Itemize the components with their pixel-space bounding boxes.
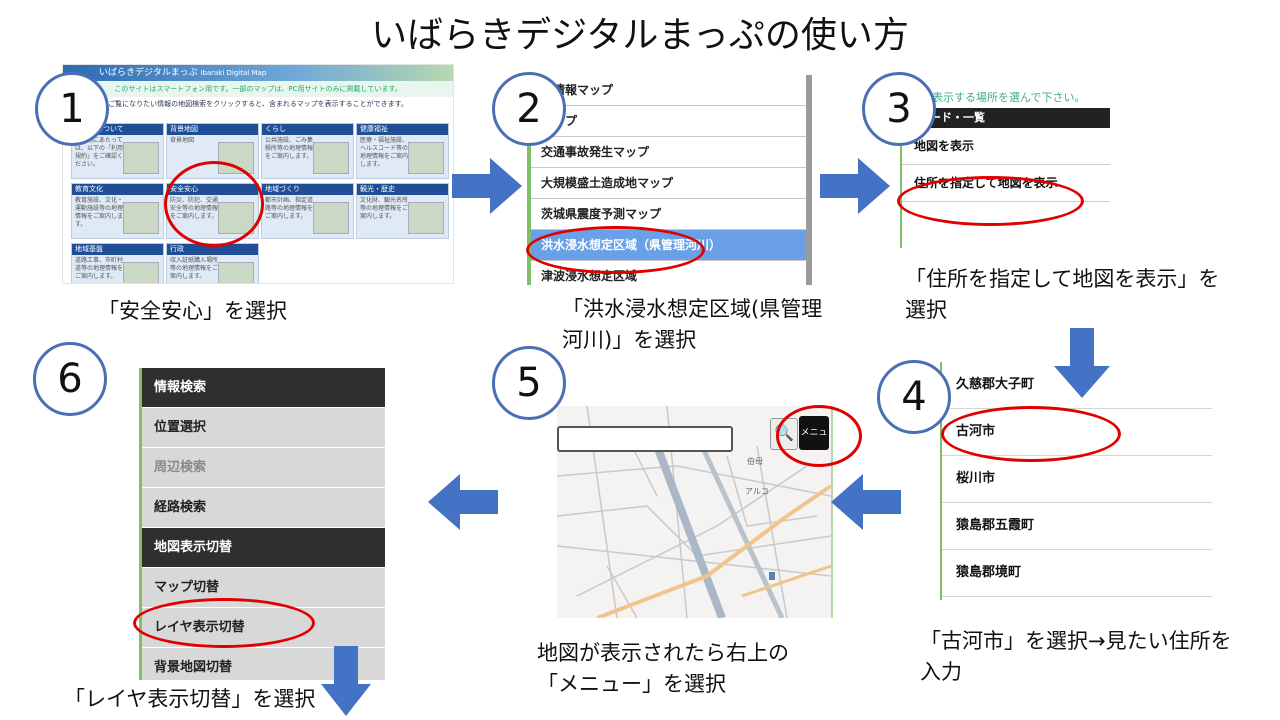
menu-item[interactable]: 経路検索: [142, 488, 385, 528]
menu-section-header: 地図表示切替: [142, 528, 385, 568]
category-tile-title: 背景地図: [167, 124, 258, 135]
category-tile-title: くらし: [262, 124, 353, 135]
category-thumbnail: [408, 142, 444, 174]
highlight-flood-item: [526, 226, 705, 274]
caption-step2: 「洪水浸水想定区域(県管理 河川)」を選択: [562, 294, 822, 356]
category-tile-desc: 教育施設、文化・運動施設等の地理情報をご案内します。: [75, 197, 124, 228]
map-list-item[interactable]: 害情報マップ: [531, 75, 812, 106]
category-tile[interactable]: サイトについてご利用にあたっては、以下の「利用規約」をご確認ください。: [71, 123, 164, 179]
main-road: [596, 484, 831, 618]
category-tile-desc: 背景地図: [170, 137, 195, 144]
hint-text: 表示する場所を選んで下さい。: [932, 91, 1086, 104]
category-tile-desc: 収入証紙購入場所等の地理情報をご案内します。: [170, 257, 219, 280]
map-list-item[interactable]: 茨城県震度予測マップ: [531, 199, 812, 230]
category-tile-desc: 医療・福祉施設、ヘルスコード等の地理情報をご案内します。: [360, 137, 409, 168]
category-thumbnail: [218, 262, 254, 283]
highlight-menu-button: [776, 405, 862, 467]
highlight-koga-item: [941, 406, 1121, 462]
scrollbar[interactable]: [806, 75, 812, 285]
category-tile-title: 地域基盤: [72, 244, 163, 255]
screenshot-municipality-list: 久慈郡大子町古河市桜川市猿島郡五霞町猿島郡境町: [940, 362, 1212, 600]
highlight-layer-item: [133, 598, 315, 648]
municipality-item[interactable]: 久慈郡大子町: [942, 362, 1212, 409]
screenshot-home-menu: いばらきデジタルまっぷ Ibaraki Digital Map このサイトはスマ…: [62, 64, 454, 284]
arrow-down-2: [321, 646, 371, 716]
show-map-item[interactable]: 地図を表示: [902, 128, 1110, 165]
category-tile-title: 教育文化: [72, 184, 163, 195]
category-tile[interactable]: 教育文化教育施設、文化・運動施設等の地理情報をご案内します。: [71, 183, 164, 239]
arrow-right-1: [452, 158, 522, 214]
page-title: いばらきデジタルまっぷの使い方: [371, 15, 909, 56]
list-header: ード・一覧: [902, 108, 1110, 128]
caption-step1: 「安全安心」を選択: [98, 299, 287, 323]
category-tile-title: 健康福祉: [357, 124, 448, 135]
instruction-bar: ご覧になりたい情報の地図検索をクリックすると、含まれるマップを表示することができ…: [108, 100, 408, 108]
arrow-left-2: [428, 474, 498, 530]
caption-step2-line2: 河川)」を選択: [562, 328, 697, 352]
caption-step4: 「古河市」を選択→見たい住所を 入力: [920, 626, 1232, 688]
map-list-item[interactable]: 大規模盛土造成地マップ: [531, 168, 812, 199]
step-number-6: 6: [33, 342, 107, 416]
category-thumbnail: [408, 202, 444, 234]
category-tile[interactable]: 行政収入証紙購入場所等の地理情報をご案内します。: [166, 243, 259, 283]
municipality-item[interactable]: 猿島郡五霞町: [942, 503, 1212, 550]
category-tile-title: 地域づくり: [262, 184, 353, 195]
menu-item[interactable]: 位置選択: [142, 408, 385, 448]
category-tile[interactable]: 地域づくり都市計画、指定道路等の地理情報をご案内します。: [261, 183, 354, 239]
step-number-2: 2: [492, 72, 566, 146]
map-label-2: アルコ: [745, 487, 769, 496]
municipality-item[interactable]: 猿島郡境町: [942, 550, 1212, 597]
caption-step4-line2: 入力: [920, 660, 962, 684]
category-tile[interactable]: 観光・歴史文化財、観光名所等の地理情報をご案内します。: [356, 183, 449, 239]
step-number-1: 1: [35, 72, 109, 146]
caption-step3-line2: 選択: [905, 298, 947, 322]
category-tile-title: 観光・歴史: [357, 184, 448, 195]
category-tile[interactable]: 地域基盤道路工事、市町村道等の地理情報をご案内します。: [71, 243, 164, 283]
step-number-4: 4: [877, 360, 951, 434]
category-tile-desc: 道路工事、市町村道等の地理情報をご案内します。: [75, 257, 124, 280]
category-tile-desc: 都市計画、指定道路等の地理情報をご案内します。: [265, 197, 314, 220]
category-tile[interactable]: 健康福祉医療・福祉施設、ヘルスコード等の地理情報をご案内します。: [356, 123, 449, 179]
category-thumbnail: [313, 202, 349, 234]
caption-step5-line2: 「メニュー」を選択: [537, 672, 726, 696]
category-tile-desc: ご利用にあたっては、以下の「利用規約」をご確認ください。: [75, 137, 124, 168]
category-thumbnail: [313, 142, 349, 174]
rail-line: [699, 444, 785, 618]
search-input[interactable]: [557, 426, 733, 452]
caption-step5: 地図が表示されたら右上の 「メニュー」を選択: [537, 638, 789, 700]
caption-step3: 「住所を指定して地図を表示」を 選択: [905, 264, 1219, 326]
step-number-5: 5: [492, 346, 566, 420]
category-thumbnail: [123, 202, 159, 234]
arrow-right-2: [820, 158, 890, 214]
category-tile[interactable]: くらし公共施設、ごみ集積所等の地理情報をご案内します。: [261, 123, 354, 179]
map-list-item[interactable]: マップ: [531, 106, 812, 137]
category-thumbnail: [123, 262, 159, 283]
highlight-safety-tile: [164, 161, 264, 247]
river-line: [653, 444, 726, 618]
menu-section-header: 情報検索: [142, 368, 385, 408]
arrow-left-1: [831, 474, 901, 530]
map-list-item[interactable]: 交通事故発生マップ: [531, 137, 812, 168]
category-thumbnail: [123, 142, 159, 174]
highlight-address-item: [897, 176, 1084, 226]
map-label-1: 伯母: [747, 456, 763, 466]
caption-step6: 「レイヤ表示切替」を選択: [64, 687, 316, 711]
caption-step2-line1: 「洪水浸水想定区域(県管理: [562, 297, 823, 321]
category-tile-desc: 公共施設、ごみ集積所等の地理情報をご案内します。: [265, 137, 314, 160]
info-banner: このサイトはスマートフォン用です。一部のマップは、PC用サイトのみに掲載していま…: [63, 81, 453, 97]
caption-step4-line1: 「古河市」を選択→見たい住所を: [920, 629, 1232, 653]
caption-step5-line1: 地図が表示されたら右上の: [537, 641, 789, 665]
site-header: いばらきデジタルまっぷ Ibaraki Digital Map: [63, 65, 453, 81]
step-number-3: 3: [862, 72, 936, 146]
arrow-down-1: [1054, 328, 1110, 398]
municipality-item[interactable]: 桜川市: [942, 456, 1212, 503]
category-tile-title: 行政: [167, 244, 258, 255]
caption-step3-line1: 「住所を指定して地図を表示」を: [905, 267, 1220, 291]
menu-item[interactable]: 周辺検索: [142, 448, 385, 488]
category-tile-desc: 文化財、観光名所等の地理情報をご案内します。: [360, 197, 409, 220]
